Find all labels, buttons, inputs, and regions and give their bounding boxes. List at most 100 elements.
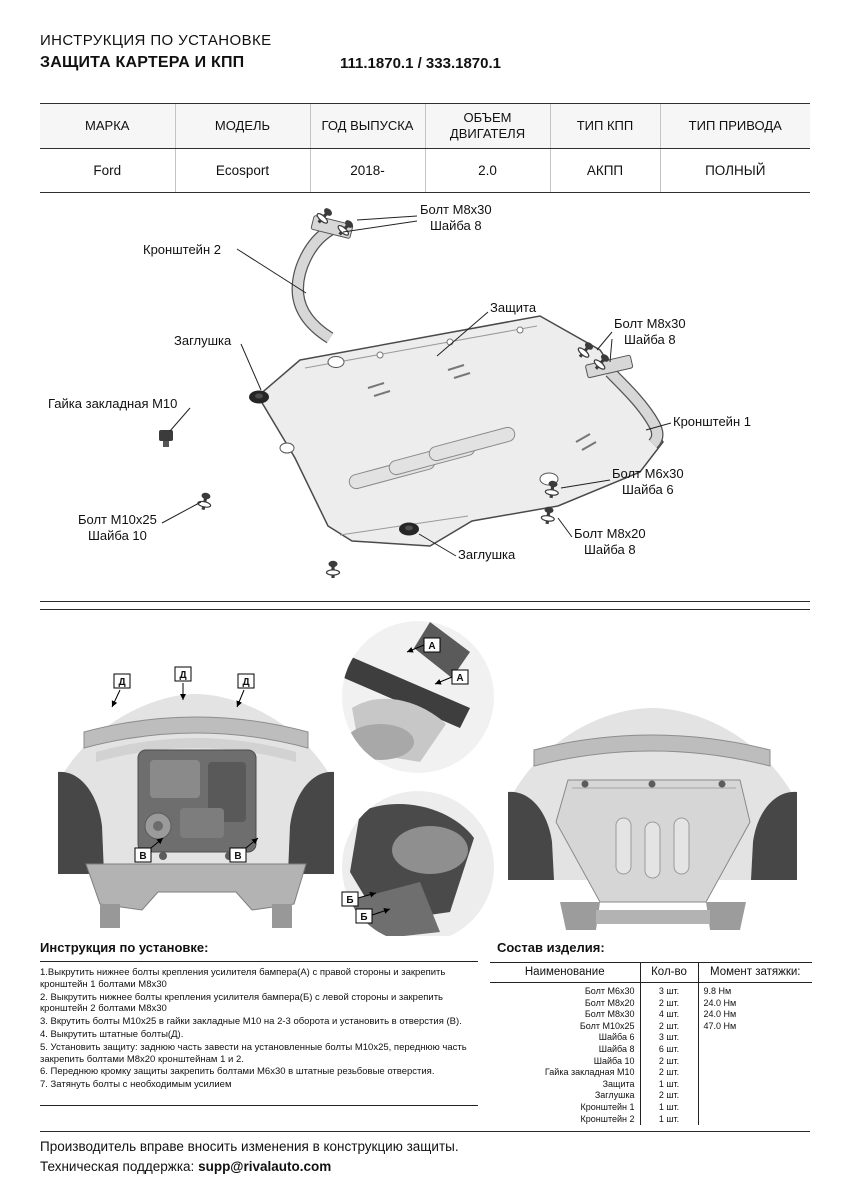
parts-table-row: Болт М8х30 4 шт. 24.0 Нм bbox=[490, 1009, 812, 1021]
instruction-step: 5. Установить защиту: заднюю часть завес… bbox=[40, 1041, 467, 1065]
parts-table-row: Гайка закладная М10 2 шт. bbox=[490, 1067, 812, 1079]
footer-disclaimer: Производитель вправе вносить изменения в… bbox=[40, 1139, 459, 1154]
parts-table-row: Болт М6х30 3 шт. 9.8 Нм bbox=[490, 982, 812, 998]
marker-d-3: Д bbox=[236, 673, 255, 708]
parts-table-row: Кронштейн 2 1 шт. bbox=[490, 1113, 812, 1126]
parts-table-row: Шайба 6 3 шт. bbox=[490, 1032, 812, 1044]
parts-list-table: Наименование Кол-во Момент затяжки: Болт… bbox=[490, 962, 812, 1126]
svg-text:В: В bbox=[234, 851, 241, 862]
exploded-parts-diagram: Болт М8х30 Шайба 8 Кронштейн 2 Защита Бо… bbox=[0, 190, 849, 602]
product-title: ЗАЩИТА КАРТЕРА И КПП bbox=[40, 54, 245, 71]
part-torque bbox=[697, 1078, 812, 1091]
svg-text:А: А bbox=[456, 673, 463, 684]
support-label: Техническая поддержка: bbox=[40, 1159, 195, 1174]
callout-line: Шайба 10 bbox=[88, 528, 147, 543]
marker-d-2: Д bbox=[174, 666, 192, 700]
callout-line: Гайка закладная М10 bbox=[48, 396, 178, 411]
embedded-nut-m10-icon bbox=[159, 430, 173, 447]
spec-header-cell: ТИП КПП bbox=[549, 103, 660, 149]
part-name: Кронштейн 2 bbox=[580, 1113, 635, 1124]
callout-shield: Защита bbox=[490, 300, 536, 316]
installation-instructions-title: Инструкция по установке: bbox=[40, 940, 209, 955]
instruction-step: 4. Выкрутить штатные болты(Д). bbox=[40, 1028, 184, 1040]
parts-table-row: Заглушка 2 шт. bbox=[490, 1090, 812, 1102]
part-qty: 3 шт. bbox=[639, 1032, 698, 1044]
parts-header-row: Наименование Кол-во Момент затяжки: bbox=[490, 962, 812, 983]
parts-table-row: Кронштейн 1 1 шт. bbox=[490, 1101, 812, 1114]
part-torque bbox=[697, 1113, 812, 1126]
callout-bolt-m8x30-right: Болт М8х30 Шайба 8 bbox=[614, 316, 686, 348]
part-qty: 1 шт. bbox=[639, 1113, 698, 1126]
part-torque bbox=[697, 1055, 812, 1068]
callout-line: Болт М8х20 bbox=[574, 526, 646, 541]
callout-line: Защита bbox=[490, 300, 537, 315]
parts-table-row: Защита 1 шт. bbox=[490, 1078, 812, 1091]
callout-line: Заглушка bbox=[174, 333, 232, 348]
svg-text:Б: Б bbox=[360, 912, 367, 923]
part-qty: 1 шт. bbox=[639, 1101, 698, 1114]
installation-figures: Д Д Д В В bbox=[0, 612, 849, 943]
installation-figures-art: Д Д Д В В bbox=[58, 621, 797, 943]
svg-text:Д: Д bbox=[179, 670, 186, 681]
bolt-m10x25-icon-left bbox=[196, 490, 214, 512]
part-qty: 2 шт. bbox=[639, 1067, 698, 1079]
part-qty: 2 шт. bbox=[639, 1020, 698, 1033]
svg-text:Б: Б bbox=[346, 895, 353, 906]
part-name: Шайба 6 bbox=[598, 1032, 635, 1043]
separator-footer bbox=[40, 1131, 810, 1132]
marker-b-1: Б bbox=[341, 891, 377, 907]
support-email: supp@rivalauto.com bbox=[198, 1159, 332, 1174]
parts-table-row: Болт М8х20 2 шт. 24.0 Нм bbox=[490, 997, 812, 1010]
callout-line: Заглушка bbox=[458, 547, 516, 562]
part-torque: 24.0 Нм bbox=[697, 997, 812, 1010]
part-name: Шайба 10 bbox=[593, 1055, 635, 1066]
spec-value-cell: Ecosport bbox=[174, 148, 310, 193]
part-qty: 2 шт. bbox=[639, 997, 698, 1010]
part-torque: 9.8 Нм bbox=[697, 982, 812, 998]
part-qty: 3 шт. bbox=[639, 982, 698, 998]
callout-plug-left: Заглушка bbox=[174, 333, 231, 349]
figure-front-underbody bbox=[58, 694, 334, 928]
callout-bolt-m8x20: Болт М8х20 Шайба 8 bbox=[574, 526, 646, 558]
part-torque bbox=[697, 1043, 812, 1056]
callout-bolt-m6x30: Болт М6х30 Шайба 6 bbox=[612, 466, 684, 498]
svg-text:Д: Д bbox=[242, 677, 249, 688]
figure-detail-bracket-a bbox=[342, 621, 494, 773]
part-name: Защита bbox=[602, 1078, 635, 1089]
callout-line: Болт М8х30 bbox=[420, 202, 492, 217]
part-torque bbox=[697, 1067, 812, 1079]
callout-line: Шайба 8 bbox=[430, 218, 482, 233]
part-name: Кронштейн 1 bbox=[580, 1101, 635, 1112]
part-torque bbox=[697, 1101, 812, 1114]
separator-diagram-bottom-1 bbox=[40, 601, 810, 602]
part-torque bbox=[697, 1090, 812, 1102]
part-name: Болт М6х30 bbox=[584, 986, 635, 996]
bracket-1-drawing bbox=[585, 354, 664, 449]
parts-table-row: Болт М10х25 2 шт. 47.0 Нм bbox=[490, 1020, 812, 1033]
svg-text:А: А bbox=[428, 641, 435, 652]
part-name: Болт М8х30 bbox=[584, 1009, 635, 1020]
part-torque bbox=[697, 1032, 812, 1044]
part-name: Заглушка bbox=[594, 1090, 635, 1101]
callout-bracket-1: Кронштейн 1 bbox=[673, 414, 751, 430]
plug-icon-left bbox=[249, 390, 269, 404]
spec-header-cell: ОБЪЕМ ДВИГАТЕЛЯ bbox=[424, 103, 550, 149]
callout-line: Болт М6х30 bbox=[612, 466, 684, 481]
part-name: Гайка закладная М10 bbox=[544, 1067, 635, 1078]
instruction-step: 1.Выкрутить нижнее болты крепления усили… bbox=[40, 967, 446, 990]
callout-line: Кронштейн 2 bbox=[143, 242, 221, 257]
spec-header-cell: ТИП ПРИВОДА bbox=[659, 103, 810, 149]
parts-col-qty: Кол-во bbox=[639, 962, 698, 983]
exploded-diagram-art bbox=[159, 204, 672, 579]
marker-a-2: А bbox=[434, 669, 469, 685]
callout-line: Болт М8х30 bbox=[614, 316, 686, 331]
part-name: Шайба 8 bbox=[598, 1043, 635, 1054]
spec-value-cell: 2018- bbox=[309, 148, 425, 193]
part-qty: 6 шт. bbox=[639, 1043, 698, 1056]
part-qty: 4 шт. bbox=[639, 1009, 698, 1021]
marker-d-1: Д bbox=[111, 673, 131, 708]
doc-type-title: ИНСТРУКЦИЯ ПО УСТАНОВКЕ bbox=[40, 32, 272, 49]
